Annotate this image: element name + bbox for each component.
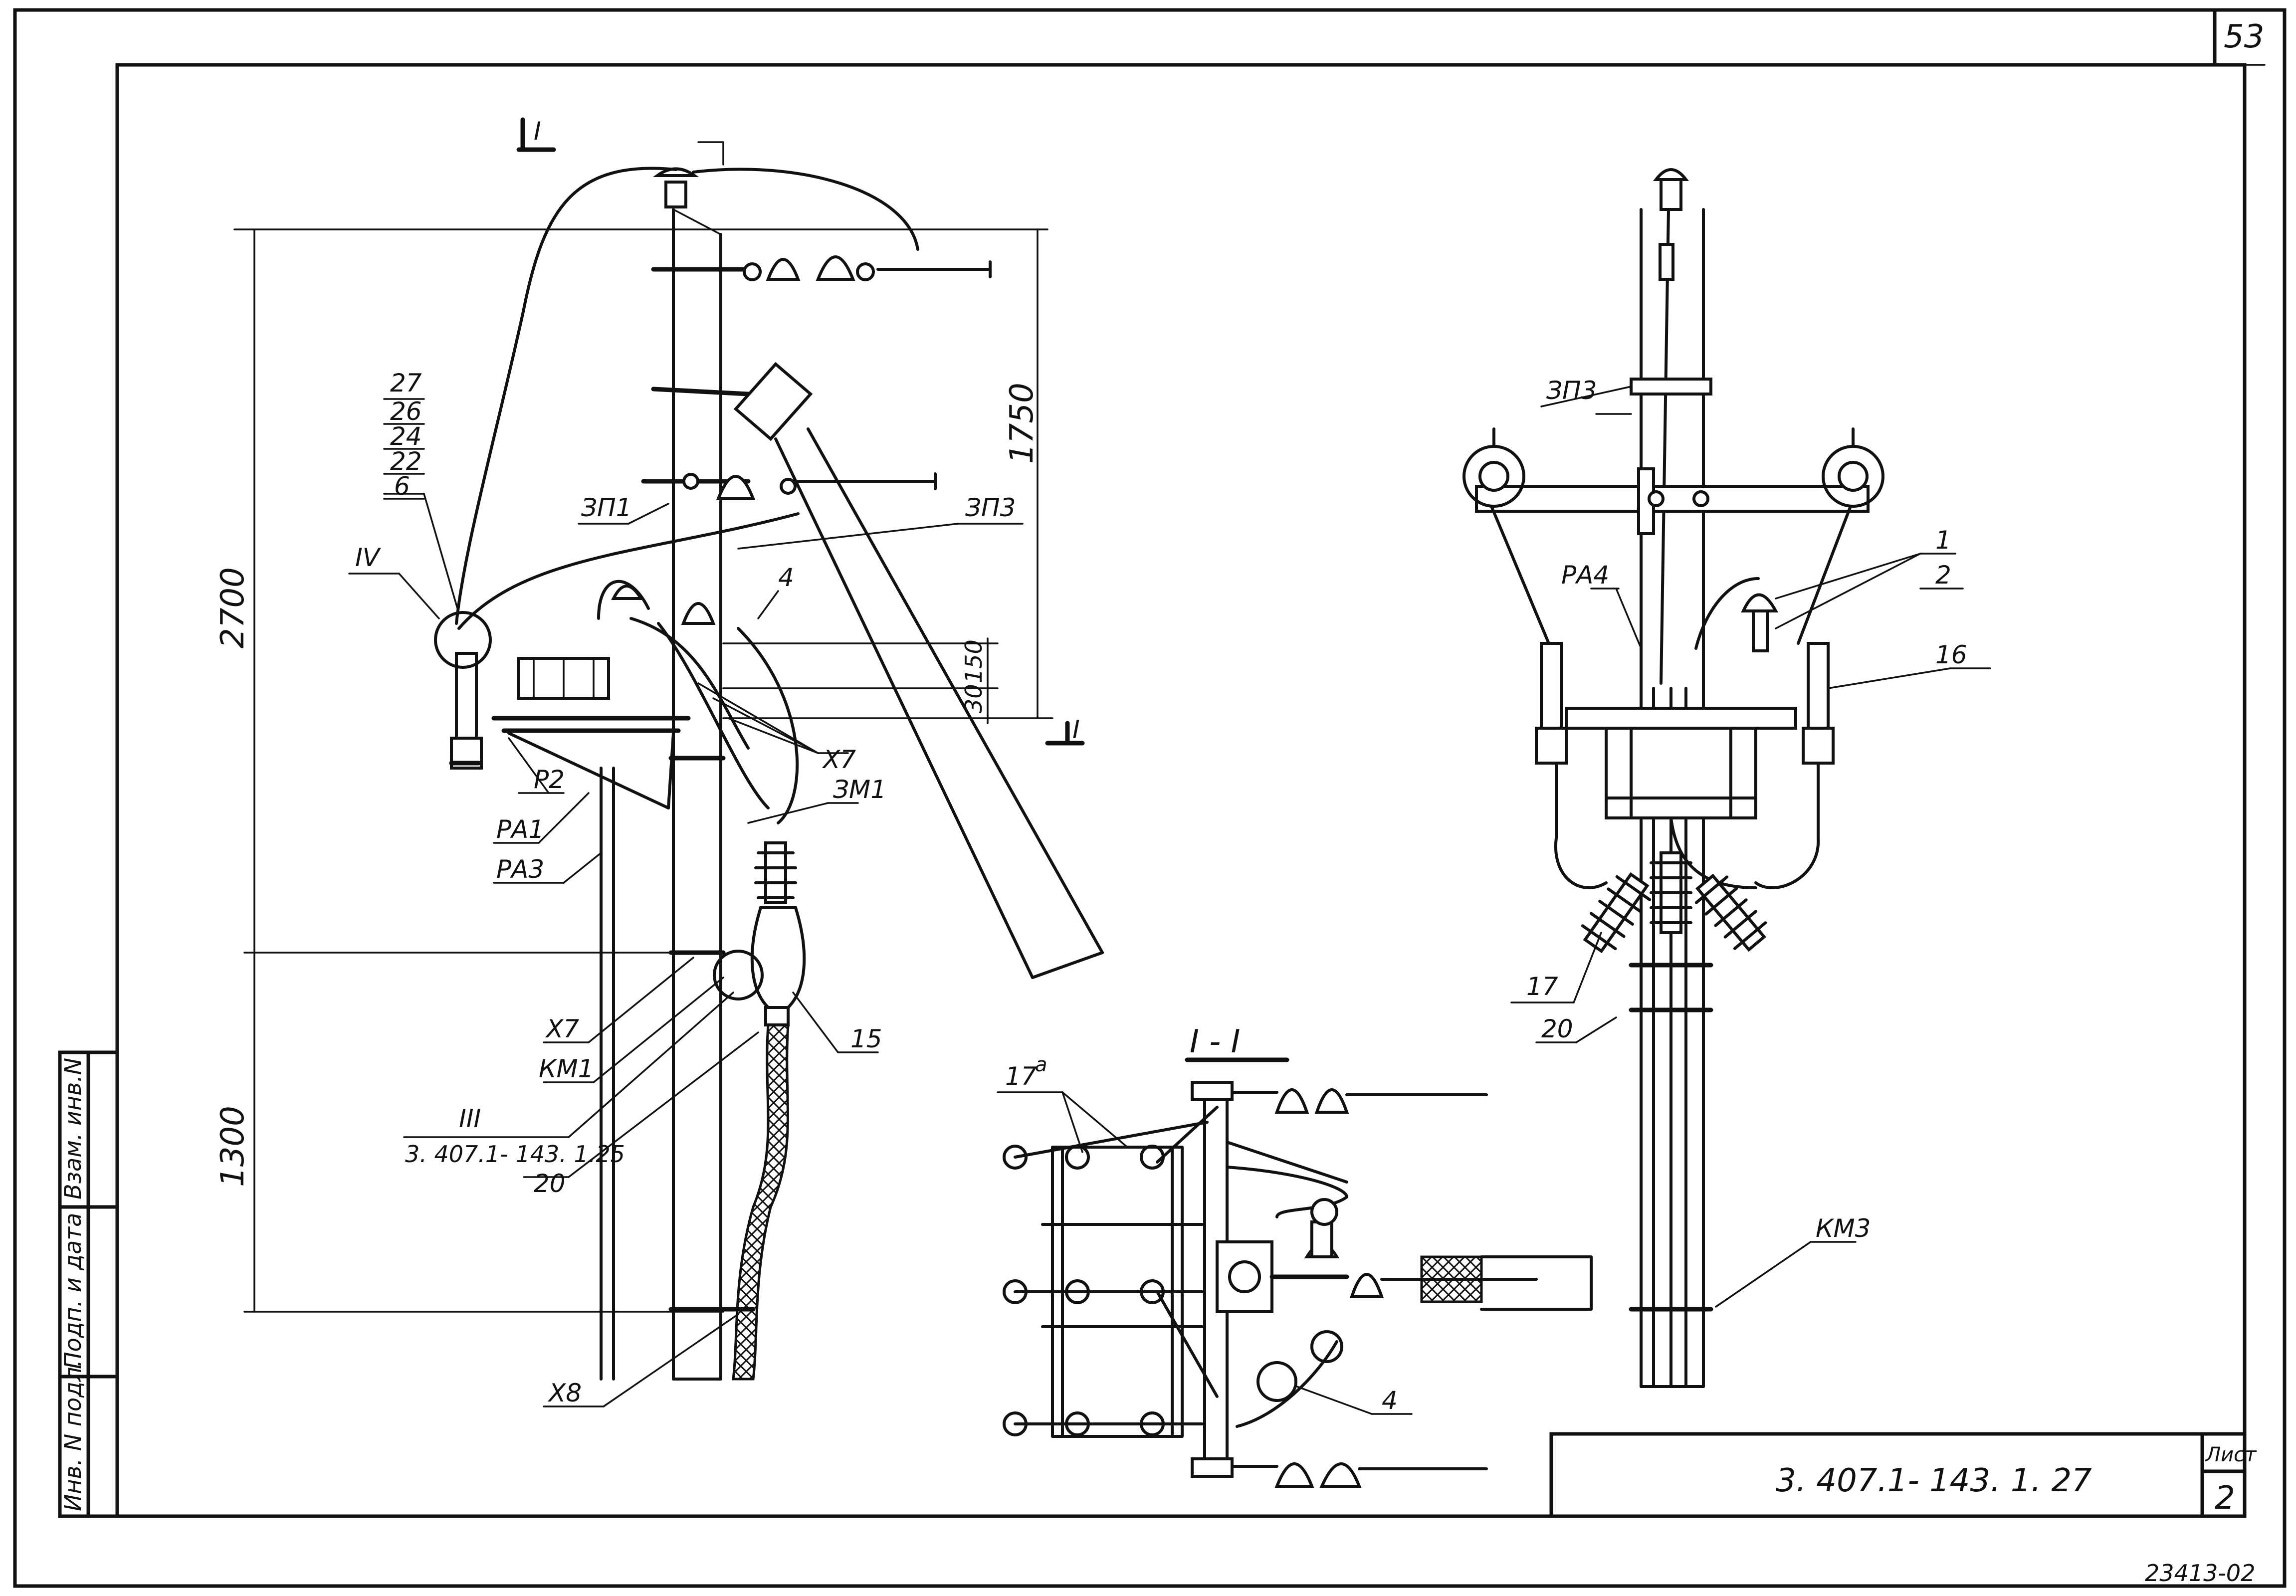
label-24: 24 [390,422,422,451]
title-block [1549,1432,2247,1518]
label-4-section: 4 [1382,1386,1398,1415]
section-view [997,1057,1593,1488]
page-number: 53 [2224,18,2264,55]
side-stamp: Инв. N подл. Подп. и дата Взам. инв.N [58,1050,119,1518]
section-marker-bottom: I [1072,715,1080,744]
label-iv: IV [355,543,382,572]
label-zm1: ЗМ1 [833,775,886,804]
label-27: 27 [390,369,422,398]
label-26: 26 [390,397,422,426]
label-ref-125: 3. 407.1- 143. 1.25 [405,1141,625,1168]
dim-2700: 2700 [214,567,251,648]
label-km3: КМ3 [1816,1214,1871,1243]
label-17a-sup: а [1035,1053,1047,1076]
label-iii: III [459,1104,481,1133]
label-4: 4 [778,563,794,592]
sheet-number: 2 [2215,1480,2235,1517]
label-15: 15 [850,1024,882,1053]
label-km1: КМ1 [539,1054,594,1083]
label-22: 22 [390,447,422,476]
dim-150: 150 [960,639,987,683]
label-x7-upper: Х7 [822,745,856,774]
label-16: 16 [1935,640,1967,669]
stamp-replace-inv: Взам. инв.N [59,1058,86,1199]
label-17-right: 17 [1526,972,1558,1001]
label-20-right: 20 [1541,1014,1573,1043]
label-x7-lower: Х7 [545,1014,579,1043]
label-ra1: РА1 [496,815,544,844]
label-17a: 17 [1005,1062,1037,1091]
section-title: I - I [1190,1023,1241,1060]
label-6: 6 [394,472,410,501]
dim-30: 30 [960,684,987,713]
label-zp3: ЗП3 [965,493,1016,522]
stamp-sign-date: Подп. и дата [59,1213,86,1369]
left-view [233,117,1104,1407]
label-20-left: 20 [534,1169,566,1198]
section-marker-top: I [534,117,541,146]
stamp-inv-orig: Инв. N подл. [59,1360,86,1511]
label-2: 2 [1935,561,1951,590]
dim-1300: 1300 [214,1106,251,1187]
dim-1750: 1750 [1004,383,1041,464]
sheet-frame [13,8,2287,1588]
label-zp3-right: ЗП3 [1546,376,1597,405]
label-zp1: ЗП1 [581,493,631,522]
label-ra4: РА4 [1561,561,1609,590]
right-view [1462,168,1991,1388]
label-x8: Х8 [547,1379,582,1407]
label-1: 1 [1935,526,1951,555]
label-ra3: РА3 [496,855,544,884]
archive-number: 23413-02 [2145,1560,2255,1587]
drawing-code: 3. 407.1- 143. 1. 27 [1776,1462,2092,1499]
label-r2: Р2 [534,765,565,794]
sheet-label: Лист [2205,1443,2257,1466]
